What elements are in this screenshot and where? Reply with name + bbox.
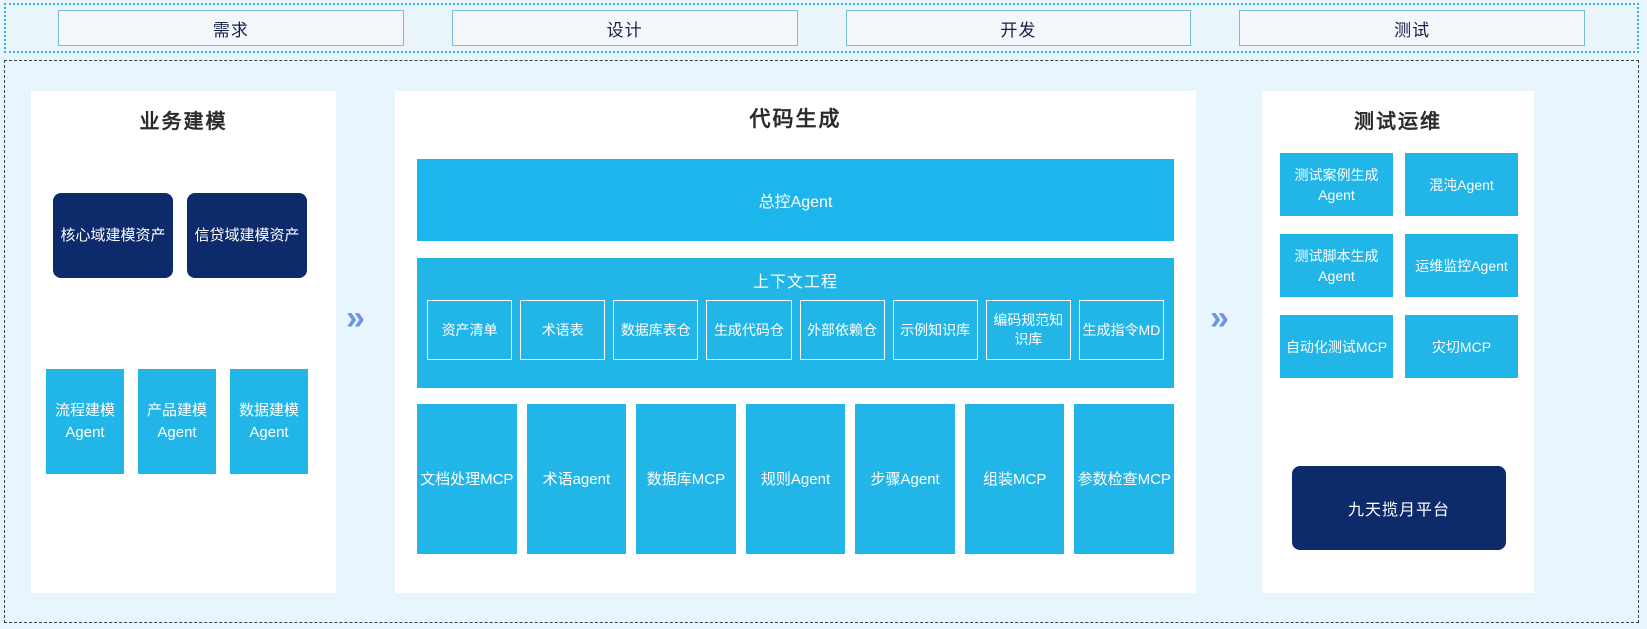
context-item-db-table-repo[interactable]: 数据库表仓: [613, 300, 699, 360]
diagram-body: 业务建模 核心域建模资产 信贷域建模资产 流程建模Agent 产品建模Agent…: [4, 60, 1639, 623]
context-item-asset-list[interactable]: 资产清单: [427, 300, 513, 360]
context-item-generation-instruction-md[interactable]: 生成指令MD: [1078, 300, 1164, 360]
panel-business-modeling: 业务建模 核心域建模资产 信贷域建模资产 流程建模Agent 产品建模Agent…: [31, 91, 336, 593]
test-card-ops-monitoring-agent[interactable]: 运维监控Agent: [1405, 234, 1518, 297]
test-card-script-generation-agent[interactable]: 测试脚本生成Agent: [1280, 234, 1393, 297]
master-agent-label: 总控Agent: [758, 194, 833, 211]
agent-card-product-modeling[interactable]: 产品建模Agent: [138, 369, 216, 474]
mcp-card-parameter-check[interactable]: 参数检查MCP: [1074, 404, 1175, 554]
stage-label: 开发: [1000, 20, 1037, 40]
test-card-chaos-agent[interactable]: 混沌Agent: [1405, 153, 1518, 216]
stage-label: 测试: [1394, 20, 1431, 40]
context-item-coding-standard-knowledge-base[interactable]: 编码规范知识库: [985, 300, 1071, 360]
mcp-card-step-agent[interactable]: 步骤Agent: [855, 404, 955, 554]
mcp-card-glossary-agent[interactable]: 术语agent: [526, 404, 627, 554]
mcp-card-database[interactable]: 数据库MCP: [636, 404, 736, 554]
mcp-card-document-processing[interactable]: 文档处理MCP: [417, 404, 517, 554]
mcp-card-rule-agent[interactable]: 规则Agent: [745, 404, 846, 554]
stage-button-testing[interactable]: 测试: [1239, 10, 1585, 46]
stage-label: 设计: [606, 20, 643, 40]
platform-card-jiutian[interactable]: 九天揽月平台: [1292, 466, 1506, 550]
test-card-case-generation-agent[interactable]: 测试案例生成Agent: [1280, 153, 1393, 216]
mcp-card-assembly[interactable]: 组装MCP: [964, 404, 1065, 554]
stage-label: 需求: [212, 20, 249, 40]
agent-card-process-modeling[interactable]: 流程建模Agent: [46, 369, 124, 474]
panel-test-operations: 测试运维 测试案例生成Agent 混沌Agent 测试脚本生成Agent 运维监…: [1262, 91, 1534, 593]
test-card-disaster-switch-mcp[interactable]: 灾切MCP: [1405, 315, 1518, 378]
context-item-generated-code-repo[interactable]: 生成代码仓: [706, 300, 792, 360]
asset-card-row: 核心域建模资产 信贷域建模资产: [53, 193, 307, 278]
chevron-right-icon: »: [346, 299, 365, 337]
agent-card-data-modeling[interactable]: 数据建模Agent: [230, 369, 308, 474]
context-item-row: 资产清单 术语表 数据库表仓 生成代码仓 外部依赖仓 示例知识库 编码规范知识库…: [417, 292, 1174, 360]
master-agent-bar[interactable]: 总控Agent: [417, 159, 1174, 241]
panel-code-generation: 代码生成 总控Agent 上下文工程 资产清单 术语表 数据库表仓 生成代码仓 …: [395, 91, 1196, 593]
context-engineering-title: 上下文工程: [752, 274, 838, 291]
chevron-right-icon: »: [1210, 299, 1229, 337]
stage-button-design[interactable]: 设计: [451, 10, 798, 46]
asset-card-credit-domain[interactable]: 信贷域建模资产: [187, 193, 307, 278]
panel-title: 业务建模: [139, 111, 228, 133]
stage-button-development[interactable]: 开发: [845, 10, 1192, 46]
context-item-glossary[interactable]: 术语表: [520, 300, 606, 360]
test-card-grid: 测试案例生成Agent 混沌Agent 测试脚本生成Agent 运维监控Agen…: [1280, 153, 1518, 378]
stage-strip: 需求 设计 开发 测试: [4, 3, 1639, 53]
context-item-example-knowledge-base[interactable]: 示例知识库: [892, 300, 978, 360]
context-item-external-dependency-repo[interactable]: 外部依赖仓: [799, 300, 885, 360]
stage-button-requirements[interactable]: 需求: [58, 10, 404, 46]
context-engineering-box: 上下文工程 资产清单 术语表 数据库表仓 生成代码仓 外部依赖仓 示例知识库 编…: [417, 258, 1174, 388]
mcp-card-row: 文档处理MCP 术语agent 数据库MCP 规则Agent 步骤Agent 组…: [417, 404, 1175, 554]
asset-card-core-domain[interactable]: 核心域建模资产: [53, 193, 173, 278]
panel-title: 代码生成: [749, 108, 842, 131]
test-card-automation-test-mcp[interactable]: 自动化测试MCP: [1280, 315, 1393, 378]
modeling-agent-row: 流程建模Agent 产品建模Agent 数据建模Agent: [46, 369, 308, 474]
panel-title: 测试运维: [1354, 111, 1442, 133]
